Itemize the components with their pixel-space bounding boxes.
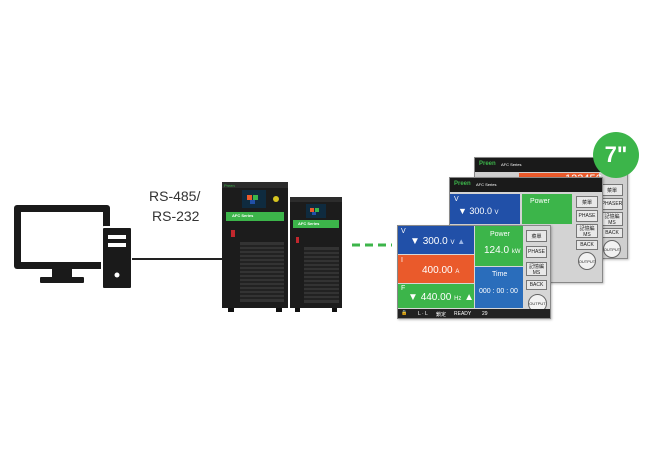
front-frequency-value: ▼ 440.00 Hz ▲ xyxy=(408,292,475,303)
middle-screen-title: AFC Series xyxy=(476,182,497,187)
cabinet-small-icon xyxy=(290,197,342,312)
front-time-label: Time xyxy=(492,271,508,278)
cabinet-large-series-label: AFC Series xyxy=(232,213,254,218)
back-screen-output-button[interactable]: OUTPUT xyxy=(603,240,621,258)
screen-size-badge: 7" xyxy=(593,132,639,178)
serial-cable xyxy=(132,258,222,260)
power-source-cabinet-large: AFC Series Preen xyxy=(222,182,288,312)
back-screen-phase-button[interactable]: PHASER xyxy=(601,198,623,210)
front-i-label: I xyxy=(401,257,403,264)
front-power-value: 124.0 kW xyxy=(484,245,521,256)
middle-screen-v-label: V xyxy=(454,196,459,203)
cabinet-small-series-label: AFC Series xyxy=(298,221,320,226)
status-lock-text: 鎖定 xyxy=(436,312,447,318)
computer-monitor-icon xyxy=(14,205,133,290)
rs-232-label: RS-232 xyxy=(152,208,200,224)
front-f-label: F xyxy=(401,285,406,292)
middle-screen-power-label: Power xyxy=(530,198,550,205)
front-v-label: V xyxy=(401,228,406,235)
front-phase-button[interactable]: PHASE xyxy=(526,246,547,258)
back-screen-extra-button[interactable]: 菜單 xyxy=(601,184,623,196)
voltage-cell[interactable] xyxy=(398,226,474,254)
back-screen-brand: Preen xyxy=(479,161,496,167)
front-back-button[interactable]: BACK xyxy=(526,280,547,290)
status-mode: L · L xyxy=(418,311,428,317)
middle-screen-phase-button[interactable]: PHASE xyxy=(576,210,598,222)
status-ready: READY xyxy=(454,311,472,317)
status-number: 29 xyxy=(482,311,488,317)
front-extra-button[interactable]: 菜單 xyxy=(526,230,547,242)
front-time-value: 000 : 00 : 00 xyxy=(479,288,518,295)
middle-screen-back-button[interactable]: BACK xyxy=(576,240,598,250)
frequency-cell[interactable] xyxy=(398,284,474,308)
rs-485-label: RS-485/ xyxy=(149,188,201,204)
middle-screen-voltage: ▼ 300.0 V xyxy=(458,206,499,216)
front-voltage-value: ▼ 300.0 V ▲ xyxy=(410,236,466,247)
back-screen-back-button[interactable]: BACK xyxy=(601,228,623,238)
display-screen-front: V ▼ 300.0 V ▲ I 400.00 A F ▼ 440.00 Hz ▲… xyxy=(397,225,551,319)
cabinet-large-icon xyxy=(222,182,288,312)
time-cell xyxy=(475,267,523,308)
cabinet-large-brand: Preen xyxy=(224,183,235,188)
status-lock-icon: 🔒 xyxy=(401,310,408,316)
power-source-cabinet-small: AFC Series xyxy=(290,197,342,312)
back-screen-title: AFC Series xyxy=(501,162,522,167)
middle-screen-extra-button[interactable]: 菜單 xyxy=(576,196,598,208)
status-bar xyxy=(398,309,550,318)
dashed-link xyxy=(352,234,392,247)
computer xyxy=(14,205,134,295)
front-power-label: Power xyxy=(490,231,510,238)
front-current-value: 400.00 A xyxy=(422,265,460,276)
middle-screen-brand: Preen xyxy=(454,181,471,187)
middle-screen-output-button[interactable]: OUTPUT xyxy=(578,252,596,270)
current-cell[interactable] xyxy=(398,255,474,283)
power-cell xyxy=(475,226,523,266)
screen-size-badge-text: 7" xyxy=(604,142,628,167)
